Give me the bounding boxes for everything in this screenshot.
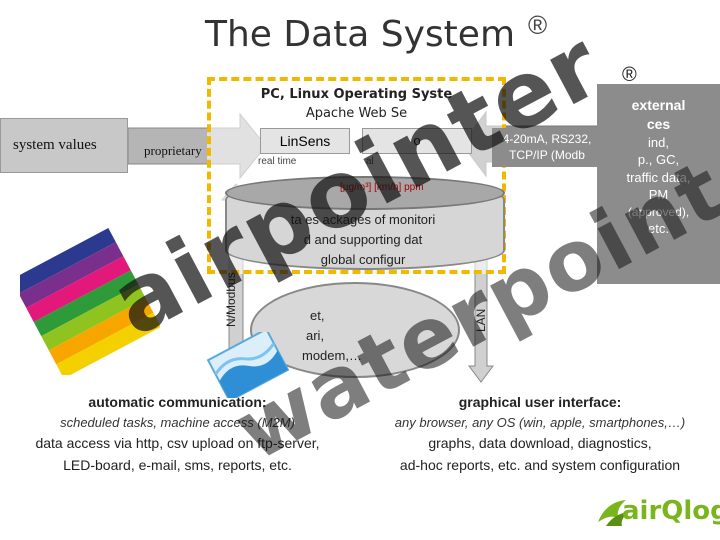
external-inputs-line-2: TCP/IP (Modb bbox=[509, 147, 585, 162]
bird-icon bbox=[598, 500, 628, 526]
gui-heading: graphical user interface: bbox=[458, 394, 622, 410]
cloud-line-1: et, bbox=[310, 308, 325, 323]
automatic-heading: automatic communication: bbox=[88, 394, 267, 410]
page-title: The Data System bbox=[204, 14, 516, 55]
database-units: [µg/m³] [km/h] ppm bbox=[340, 182, 424, 193]
watermark-registered-mark: ® bbox=[622, 64, 637, 86]
airqlog-logo: airQlog bbox=[596, 494, 720, 532]
airpointer-stripes-logo bbox=[20, 227, 160, 375]
gui-line-3: ad-hoc reports, etc. and system configur… bbox=[399, 457, 681, 473]
realtime-label: real time bbox=[258, 156, 297, 167]
waterpointer-wave-logo bbox=[206, 332, 290, 398]
external-line-3: traffic data, bbox=[626, 169, 691, 185]
cloud-line-3: modem,… bbox=[302, 348, 362, 363]
database-line-2: d and supporting dat bbox=[303, 232, 423, 247]
proprietary-label: proprietary bbox=[144, 143, 202, 158]
external-title-2: ces bbox=[646, 115, 671, 132]
lan-label: LAN bbox=[474, 308, 488, 332]
cloud-line-2: ari, bbox=[306, 328, 325, 343]
external-title-1: external bbox=[631, 97, 686, 113]
external-line-2: p., GC, bbox=[637, 152, 680, 168]
pc-os-label: PC, Linux Operating Syste bbox=[260, 87, 453, 102]
database-line-3: global configur bbox=[320, 252, 406, 267]
pc-webserver-label: Apache Web Se bbox=[305, 106, 408, 121]
external-inputs-label: 4-20mA, RS232, TCP/IP (Modb bbox=[492, 128, 602, 168]
linsens-box: LinSens bbox=[260, 128, 350, 154]
external-sources-box: external ces ind, p., GC, traffic data, … bbox=[597, 84, 720, 284]
module-label: o bbox=[413, 133, 421, 148]
automatic-line-3: LED-board, e-mail, sms, reports, etc. bbox=[63, 457, 292, 473]
airqlog-logo-text: airQlog bbox=[622, 496, 720, 526]
gui-line-1: any browser, any OS (win, apple, smartph… bbox=[394, 415, 686, 430]
module-sub-label: al bbox=[366, 156, 374, 167]
external-line-4: PM bbox=[648, 187, 669, 203]
database-top bbox=[225, 176, 505, 210]
external-line-5: (approved), bbox=[627, 204, 690, 219]
automatic-line-2: data access via http, csv upload on ftp-… bbox=[35, 435, 320, 451]
external-line-1: ind, bbox=[648, 134, 669, 150]
module-box: o bbox=[362, 128, 472, 154]
network-cloud bbox=[250, 282, 460, 378]
external-inputs-line-1: 4-20mA, RS232, bbox=[502, 132, 592, 146]
automatic-line-1: scheduled tasks, machine access (M2M) bbox=[60, 415, 295, 430]
external-line-6: etc. bbox=[648, 221, 669, 237]
database-line-1: ta es ackages of monitori bbox=[290, 212, 436, 227]
gui-line-2: graphs, data download, diagnostics, bbox=[428, 435, 652, 451]
system-values-box: system values bbox=[0, 118, 128, 173]
registered-mark: ® bbox=[528, 10, 548, 40]
